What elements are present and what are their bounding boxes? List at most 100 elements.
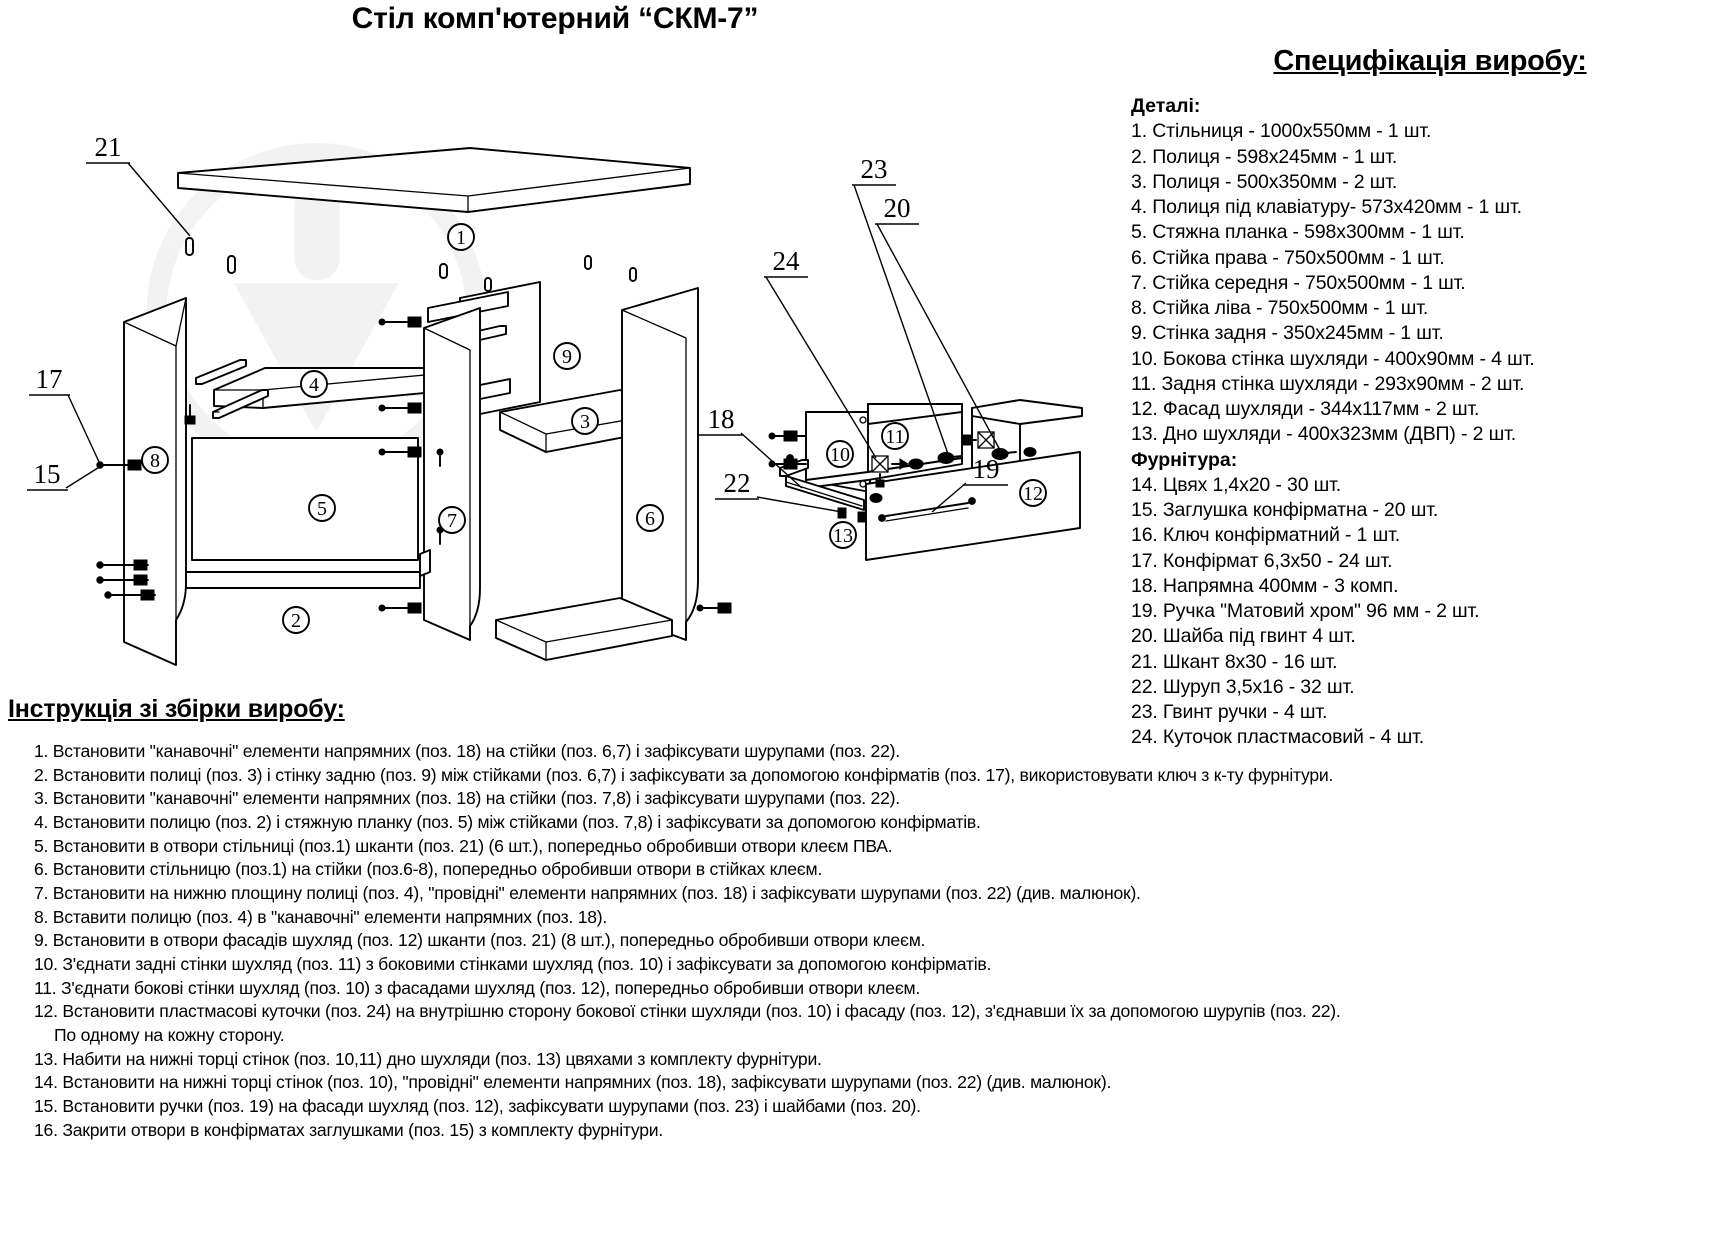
svg-text:10: 10 (830, 444, 850, 466)
screws-23-washers-20 (937, 447, 1037, 464)
callout-19: 19 (931, 454, 1008, 513)
hardware-list-item: 16. Ключ конфірматний - 1 шт. (1131, 524, 1401, 547)
instruction-step: 16. Закрити отвори в конфірматах заглушк… (34, 1119, 664, 1140)
instruction-step: 6. Встановити стільницю (поз.1) на стійк… (34, 859, 823, 880)
svg-text:23: 23 (861, 154, 888, 184)
page-title: Стіл комп'ютерний “СКМ-7” (351, 2, 759, 35)
hardware-list-item: 20. Шайба під гвинт 4 шт. (1131, 625, 1356, 648)
callout-21: 21 (86, 132, 191, 237)
part-list-item: 4. Полиця під клавіатуру- 573х420мм - 1 … (1131, 196, 1522, 219)
rail-screws-kb (184, 359, 247, 425)
balloon-3: 3 (571, 407, 599, 435)
part-plastic-corner-24 (871, 455, 924, 488)
instruction-step: 9. Встановити в отвори фасадів шухляд (п… (34, 930, 926, 951)
part-drawer-front-12 (865, 451, 1081, 561)
svg-text:6: 6 (645, 508, 655, 530)
balloon-10: 10 (826, 440, 854, 468)
callout-17: 17 (29, 364, 101, 465)
part-shelf-2 (185, 549, 431, 589)
part-list-item: 12. Фасад шухляди - 344х117мм - 2 шт. (1131, 398, 1480, 421)
slide-rail-18-left (212, 389, 269, 419)
svg-text:2: 2 (291, 610, 301, 632)
parts-heading: Деталі: (1131, 95, 1201, 117)
hardware-list-item: 23. Гвинт ручки - 4 шт. (1131, 701, 1328, 724)
part-list-item: 8. Стійка ліва - 750х500мм - 1 шт. (1131, 297, 1429, 320)
balloon-8: 8 (141, 446, 169, 474)
hardware-list-item: 19. Ручка "Матовий хром" 96 мм - 2 шт. (1131, 600, 1480, 623)
instruction-step: 4. Встановити полицю (поз. 2) і стяжную … (34, 811, 981, 832)
balloon-2: 2 (282, 606, 310, 634)
callout-18: 18 (699, 404, 803, 489)
instruction-step: 5. Встановити в отвори стільниці (поз.1)… (34, 835, 893, 856)
callout-22: 22 (715, 468, 843, 513)
svg-text:21: 21 (95, 132, 122, 162)
hardware-heading: Фурнітура: (1131, 448, 1238, 471)
instruction-step: 2. Встановити полиці (поз. 3) і стінку з… (34, 764, 1334, 785)
svg-text:13: 13 (833, 525, 853, 547)
svg-text:15: 15 (34, 459, 61, 489)
instructions-list: 1. Встановити "канавочні" елементи напря… (34, 740, 1724, 1142)
part-left-panel-8 (123, 297, 187, 666)
instruction-step: 15. Встановити ручки (поз. 19) на фасади… (34, 1095, 921, 1116)
part-list-item: 9. Стінка задня - 350х245мм - 1 шт. (1131, 322, 1444, 345)
part-list-item: 1. Стільниця - 1000х550мм - 1 шт. (1131, 120, 1432, 143)
svg-text:12: 12 (1023, 483, 1043, 505)
instruction-step: 12. Встановити пластмасові куточки (поз.… (34, 1001, 1341, 1022)
hardware-list-item: 24. Куточок пластмасовий - 4 шт. (1131, 726, 1425, 749)
hardware-list-item: 22. Шуруп 3,5х16 - 32 шт. (1131, 675, 1355, 698)
balloon-12: 12 (1019, 479, 1047, 507)
instruction-step: 7. Встановити на нижню площину полиці (п… (34, 882, 1141, 903)
instruction-step: По одному на кожну сторону. (54, 1024, 285, 1045)
part-shelf-3-upper (427, 291, 509, 323)
part-tabletop (177, 147, 691, 213)
part-list-item: 6. Стійка права - 750х500мм - 1 шт. (1131, 246, 1445, 269)
svg-text:22: 22 (724, 468, 751, 498)
hardware-list-item: 17. Конфірмат 6,3х50 - 24 шт. (1131, 549, 1393, 572)
part-tie-rail-5 (191, 437, 419, 561)
assembly-drawing: .ln { fill:none; stroke:#000; stroke-wid… (0, 60, 1125, 700)
part-plastic-corner-24b (961, 431, 995, 449)
leader-callouts: 21 17 15 23 20 24 18 (27, 132, 1008, 513)
instruction-step: 14. Встановити на нижні торці стінок (по… (34, 1072, 1112, 1093)
instruction-step: 10. З'єднати задні стінки шухляд (поз. 1… (34, 953, 992, 974)
instruction-step: 11. З'єднати бокові стінки шухляд (поз. … (34, 977, 921, 998)
balloon-4: 4 (300, 370, 328, 398)
parts-list: 1. Стільниця - 1000х550мм - 1 шт.2. Поли… (1131, 119, 1729, 447)
svg-text:11: 11 (885, 426, 904, 448)
fasteners-lower (378, 446, 732, 614)
svg-text:3: 3 (580, 411, 590, 433)
instruction-step: 3. Встановити "канавочні" елементи напря… (34, 788, 900, 809)
callout-24: 24 (764, 246, 877, 459)
specification-heading: Специфікація виробу: (1273, 45, 1587, 77)
svg-text:8: 8 (150, 450, 160, 472)
hardware-list-item: 18. Напрямна 400мм - 3 комп. (1131, 574, 1399, 597)
balloon-13: 13 (829, 521, 857, 549)
balloon-11: 11 (881, 422, 909, 450)
hardware-list-item: 21. Шкант 8х30 - 16 шт. (1131, 650, 1338, 673)
svg-text:4: 4 (309, 374, 319, 396)
fasteners-left (96, 459, 156, 601)
balloon-5: 5 (308, 494, 336, 522)
part-list-item: 2. Полиця - 598х245мм - 1 шт. (1131, 145, 1398, 168)
part-list-item: 11. Задня стінка шухляди - 293х90мм - 2 … (1131, 372, 1525, 395)
balloon-callouts: 1 4 9 3 8 5 7 6 2 10 11 12 13 (141, 223, 1047, 634)
specification-panel: Специфікація виробу: Деталі: 1. Стільниц… (1131, 45, 1729, 751)
part-list-item: 3. Полиця - 500х350мм - 2 шт. (1131, 170, 1398, 193)
svg-text:1: 1 (456, 227, 466, 249)
svg-text:7: 7 (447, 510, 457, 532)
part-drawer-slide-18 (779, 459, 867, 523)
balloon-1: 1 (447, 223, 475, 251)
instruction-step: 1. Встановити "канавочні" елементи напря… (34, 741, 900, 761)
part-middle-panel-7 (423, 307, 481, 641)
part-list-item: 13. Дно шухляди - 400х323мм (ДВП) - 2 шт… (1131, 423, 1516, 446)
svg-text:24: 24 (773, 246, 801, 276)
svg-text:20: 20 (884, 193, 911, 223)
hardware-list: 14. Цвях 1,4х20 - 30 шт.15. Заглушка кон… (1131, 473, 1729, 751)
part-list-item: 10. Бокова стінка шухляди - 400х90мм - 4… (1131, 347, 1535, 370)
part-list-item: 5. Стяжна планка - 598х300мм - 1 шт. (1131, 221, 1465, 244)
callout-15: 15 (27, 459, 102, 491)
callout-23: 23 (852, 154, 949, 455)
part-bottom-shelf-right (495, 597, 673, 661)
svg-text:18: 18 (708, 404, 735, 434)
callout-20: 20 (875, 193, 1001, 451)
